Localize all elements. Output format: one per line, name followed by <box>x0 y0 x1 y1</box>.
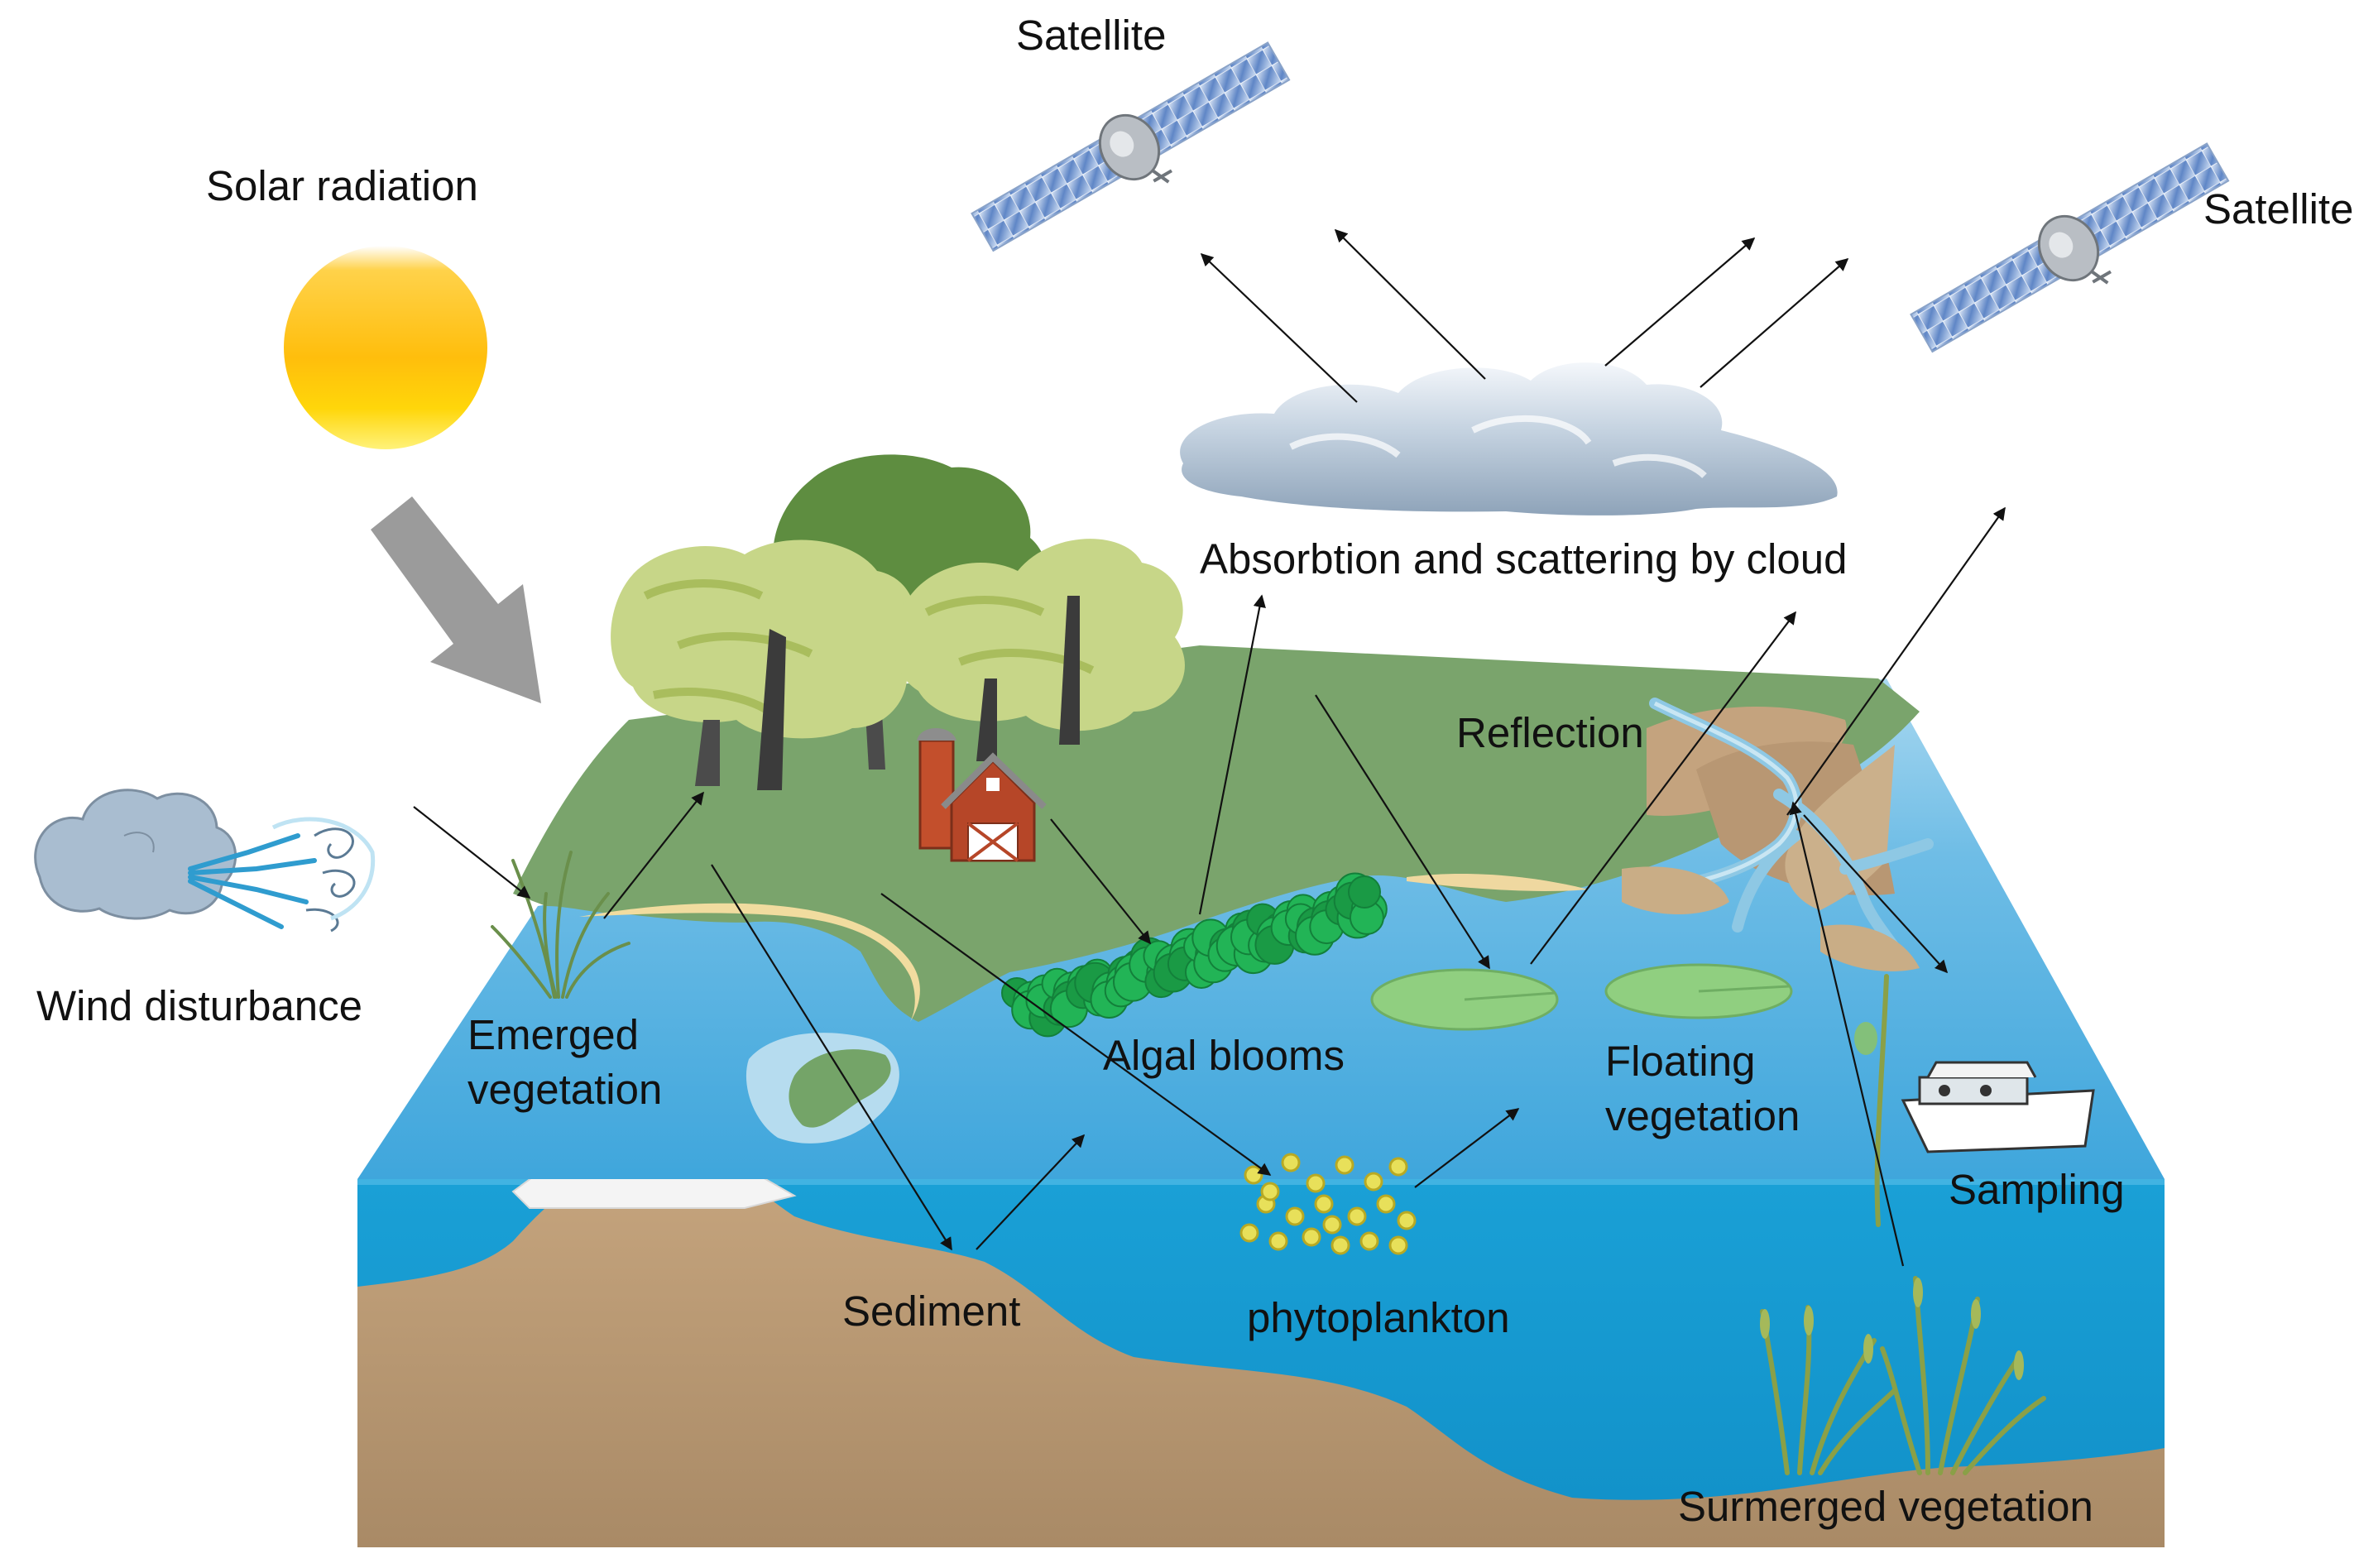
sun <box>284 246 487 449</box>
phytoplankton-cell <box>1388 1235 1408 1255</box>
phytoplankton-cell <box>1239 1223 1259 1243</box>
radiation-arrows <box>413 228 2006 1267</box>
island <box>746 1033 899 1144</box>
east-shore <box>1407 873 1589 891</box>
trees <box>611 454 1185 790</box>
phytoplankton-cell <box>1364 1172 1383 1192</box>
phytoplankton-cell <box>1244 1165 1263 1185</box>
phytoplankton-cell <box>1376 1194 1396 1214</box>
phytoplankton-cell <box>1388 1157 1408 1177</box>
satellite-top-icon <box>971 41 1291 252</box>
phytoplankton-cell <box>1260 1182 1280 1201</box>
phytoplankton-cell <box>1306 1173 1326 1193</box>
reeds <box>491 851 630 999</box>
phytoplankton-cell <box>1322 1215 1342 1235</box>
algae-dot <box>1348 875 1381 909</box>
algal-blooms <box>1001 872 1388 1038</box>
cloud <box>1180 362 1838 515</box>
phytoplankton-cell <box>1285 1206 1305 1226</box>
floating-vegetation-pads <box>1370 963 1793 1031</box>
barn-icon <box>917 728 1047 862</box>
sediment-layer <box>357 1145 2165 1547</box>
phytoplankton-cell <box>1314 1194 1334 1214</box>
sampling-boat-icon <box>1901 1061 2095 1153</box>
phytoplankton-cell <box>1397 1211 1417 1230</box>
phytoplankton-cell <box>1335 1155 1354 1175</box>
satellite-right-icon <box>1910 142 2230 353</box>
phytoplankton-cell <box>1330 1235 1350 1255</box>
phytoplankton-cell <box>1268 1231 1288 1251</box>
phytoplankton-cell <box>1347 1206 1367 1226</box>
phytoplankton-cell <box>1359 1231 1379 1251</box>
shoreline <box>579 903 920 1022</box>
phytoplankton-cell <box>1281 1153 1301 1172</box>
solar-radiation-arrow <box>371 496 541 703</box>
wind-cloud <box>34 789 376 933</box>
submerged-vegetation-leaves <box>1760 1022 2024 1380</box>
phytoplankton-cell <box>1302 1227 1321 1247</box>
